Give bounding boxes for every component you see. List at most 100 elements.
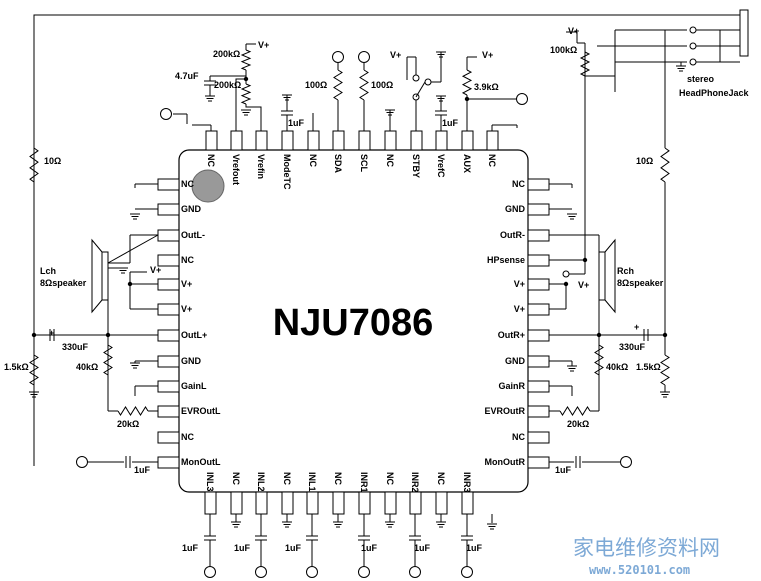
- right-pin-label-v+: V+: [514, 279, 525, 289]
- resistor: [333, 69, 343, 101]
- junction-dot: [105, 332, 111, 338]
- c1u-label: 1uF: [288, 118, 305, 128]
- right-pin-label-outr-: OutR-: [500, 230, 525, 240]
- terminal: [332, 51, 344, 63]
- left-pin-nc: [157, 431, 180, 444]
- right-pin-label-v+: V+: [514, 304, 525, 314]
- left-pin-gnd: [157, 355, 180, 368]
- bottom-pin-inl1: [306, 491, 319, 515]
- input-cap-label: 1uF: [285, 543, 302, 553]
- right-pin-label-gnd: GND: [505, 204, 526, 214]
- r10-left-label: 10Ω: [44, 156, 61, 166]
- resistor: [579, 51, 591, 77]
- right-pin-outr-: [527, 229, 550, 242]
- right-pin-monoutr: [527, 456, 550, 469]
- left-pin-label-nc: NC: [181, 179, 194, 189]
- terminal: [409, 566, 421, 578]
- left-speaker-cone: [91, 238, 103, 314]
- bottom-pin-inl3: [204, 491, 217, 515]
- resistor: [559, 406, 591, 416]
- top-pin-vrefc: [435, 130, 448, 151]
- bottom-pin-inr3: [461, 491, 474, 515]
- bottom-pin-label-inl2: INL2: [256, 472, 266, 492]
- left-pin-outl-: [157, 229, 180, 242]
- left-pin-monoutl: [157, 456, 180, 469]
- junction-dot: [243, 76, 249, 82]
- right-pin-label-outr+: OutR+: [498, 330, 525, 340]
- terminal: [306, 566, 318, 578]
- bottom-pin-nc: [435, 491, 448, 515]
- input-cap-label: 1uF: [361, 543, 378, 553]
- junction-dot: [31, 332, 37, 338]
- r100-2-label: 100Ω: [371, 80, 393, 90]
- junction-dot: [464, 96, 470, 102]
- top-pin-vrefout: [230, 130, 243, 151]
- right-pin-hpsense: [527, 254, 550, 267]
- pin1-marker: [191, 169, 225, 203]
- r100-1-label: 100Ω: [305, 80, 327, 90]
- r15k-right-label: 1.5kΩ: [636, 362, 661, 372]
- left-pin-label-v+: V+: [181, 279, 192, 289]
- top-pin-label-vrefout: Vrefout: [231, 154, 241, 185]
- bottom-pin-label-nc: NC: [282, 472, 292, 485]
- terminal: [76, 456, 88, 468]
- watermark-url: www.520101.com: [589, 563, 690, 577]
- bottom-pin-nc: [281, 491, 294, 515]
- resistor: [359, 69, 369, 101]
- watermark-chinese: 家电维修资料网: [573, 536, 720, 560]
- jack-contact: [689, 26, 697, 34]
- resistor: [660, 147, 670, 183]
- wiring: [29, 9, 749, 578]
- node-terminal: [562, 270, 570, 278]
- top-pin-label-aux: AUX: [462, 154, 472, 173]
- rch-label: Rch: [617, 266, 634, 276]
- lch-label: Lch: [40, 266, 56, 276]
- wire: [107, 234, 159, 264]
- left-pin-nc: [157, 254, 180, 267]
- vplus-label: V+: [568, 26, 579, 36]
- right-speaker-coil: [598, 251, 606, 301]
- switch-lever: [415, 81, 426, 98]
- right-pin-label-gainr: GainR: [498, 381, 525, 391]
- right-pin-label-evroutr: EVROutR: [485, 406, 526, 416]
- left-pin-gnd: [157, 203, 180, 216]
- r200k-top-label: 200kΩ: [213, 49, 240, 59]
- top-pin-nc: [384, 130, 397, 151]
- top-pin-label-sda: SDA: [333, 154, 343, 174]
- terminal: [204, 566, 216, 578]
- terminal: [461, 566, 473, 578]
- c330-right-label: 330uF: [619, 342, 646, 352]
- jack-contact: [689, 58, 697, 66]
- top-pin-stby: [410, 130, 423, 151]
- right-pin-nc: [527, 178, 550, 191]
- c330-left-label: 330uF: [62, 342, 89, 352]
- input-cap-label: 1uF: [182, 543, 199, 553]
- c47u-label: 4.7uF: [175, 71, 199, 81]
- input-cap-label: 1uF: [466, 543, 483, 553]
- left-pin-label-v+: V+: [181, 304, 192, 314]
- bottom-pin-inr1: [358, 491, 371, 515]
- top-pin-label-scl: SCL: [359, 154, 369, 173]
- r40k-left-label: 40kΩ: [76, 362, 98, 372]
- left-pin-label-nc: NC: [181, 432, 194, 442]
- left-pin-label-monoutl: MonOutL: [181, 457, 221, 467]
- bottom-pin-nc: [230, 491, 243, 515]
- vplus-label: V+: [390, 50, 401, 60]
- bottom-pin-label-inl1: INL1: [307, 472, 317, 492]
- vplus-label: V+: [482, 50, 493, 60]
- left-pin-outl+: [157, 329, 180, 342]
- c1u-label: 1uF: [442, 118, 459, 128]
- bottom-pin-label-nc: NC: [385, 472, 395, 485]
- terminal: [160, 108, 172, 120]
- top-pin-label-stby: STBY: [411, 154, 421, 178]
- left-pin-gainl: [157, 380, 180, 393]
- resistor: [29, 147, 39, 183]
- terminal: [358, 51, 370, 63]
- left-pin-label-outl-: OutL-: [181, 230, 205, 240]
- top-pin-nc: [205, 130, 218, 151]
- bottom-pin-label-nc: NC: [333, 472, 343, 485]
- right-pin-outr+: [527, 329, 550, 342]
- bottom-pin-nc: [384, 491, 397, 515]
- top-pin-scl: [358, 130, 371, 151]
